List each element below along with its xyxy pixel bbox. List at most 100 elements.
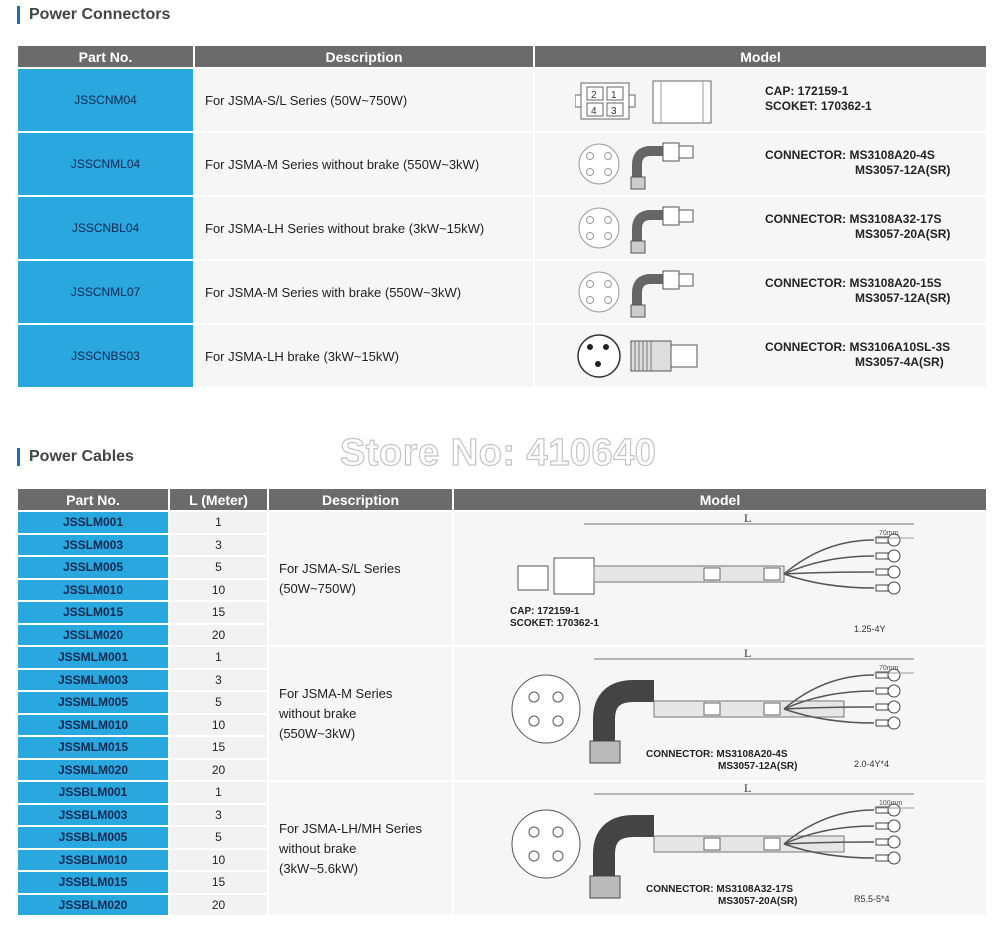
svg-text:2: 2 — [591, 90, 597, 101]
cable-spec-line-2: MS3057-12A(SR) — [718, 760, 798, 772]
part-number: JSSMLM015 — [18, 737, 168, 758]
cable-spec-line-1: CAP: 172159-1 — [510, 605, 580, 617]
length-meters: 10 — [170, 579, 267, 600]
length-meters: 3 — [170, 669, 267, 690]
model-line-1: CONNECTOR: MS3106A10SL-3S — [765, 340, 951, 354]
part-number: JSSBLM001 — [18, 782, 168, 803]
header-model: Model — [454, 489, 986, 510]
description-line: (50W~750W) — [279, 580, 356, 596]
length-meters: 1 — [170, 782, 267, 803]
terminal-label: R5.5-5*4 — [854, 894, 890, 904]
length-meters: 10 — [170, 714, 267, 735]
length-meters: 15 — [170, 872, 267, 893]
length-label: L — [744, 514, 751, 525]
length-meters: 3 — [170, 534, 267, 555]
model-line-2: MS3057-20A(SR) — [855, 227, 951, 241]
part-number: JSSMLM005 — [18, 692, 168, 713]
header-part-no: Part No. — [18, 46, 193, 67]
description-line: For JSMA-M Series — [279, 685, 393, 701]
model-line-2: MS3057-4A(SR) — [855, 355, 944, 369]
cable-spec-line-2: MS3057-20A(SR) — [718, 895, 798, 907]
terminal-label: 1.25-4Y — [854, 624, 886, 634]
length-meters: 1 — [170, 512, 267, 533]
length-meters: 3 — [170, 804, 267, 825]
part-number: JSSCNBS03 — [18, 325, 193, 387]
length-meters: 5 — [170, 557, 267, 578]
svg-text:1: 1 — [611, 90, 617, 101]
part-number: JSSBLM005 — [18, 827, 168, 848]
strip-length-label: 70mm — [879, 530, 899, 537]
length-meters: 15 — [170, 602, 267, 623]
description-line: (3kW~5.6kW) — [279, 860, 359, 876]
description-line: without brake — [279, 840, 357, 856]
header-length: L (Meter) — [170, 489, 267, 510]
terminal-label: 2.0-4Y*4 — [854, 759, 889, 769]
strip-length-label: 70mm — [879, 665, 899, 672]
part-number: JSSBLM003 — [18, 804, 168, 825]
part-number: JSSMLM003 — [18, 669, 168, 690]
header-part-no: Part No. — [18, 489, 168, 510]
model-line-1: CONNECTOR: MS3108A20-4S — [765, 148, 935, 162]
model-line-2: MS3057-12A(SR) — [855, 291, 951, 305]
part-number: JSSLM015 — [18, 602, 168, 623]
description: For JSMA-S/L Series (50W~750W) — [195, 69, 533, 131]
strip-length-label: 100mm — [879, 800, 903, 807]
molex-icon: 2 1 4 3 — [574, 73, 715, 130]
length-meters: 10 — [170, 849, 267, 870]
model-line-2: SCOKET: 170362-1 — [765, 99, 872, 113]
description-line: without brake — [279, 705, 357, 721]
svg-text:3: 3 — [611, 106, 617, 117]
description: For JSMA-LH brake (3kW~15kW) — [195, 325, 533, 387]
part-number: JSSLM010 — [18, 579, 168, 600]
straight-connector-icon — [575, 329, 715, 386]
model-line-1: CONNECTOR: MS3108A20-15S — [765, 276, 942, 290]
header-description: Description — [195, 46, 533, 67]
cable-spec-line-2: SCOKET: 170362-1 — [510, 617, 599, 629]
description-line: For JSMA-S/L Series — [279, 560, 401, 576]
description-line: (550W~3kW) — [279, 725, 356, 741]
part-number: JSSBLM020 — [18, 894, 168, 915]
length-meters: 5 — [170, 827, 267, 848]
length-meters: 15 — [170, 737, 267, 758]
part-number: JSSCNM04 — [18, 69, 193, 131]
part-number: JSSCNML04 — [18, 133, 193, 195]
description: For JSMA-M Series with brake (550W~3kW) — [195, 261, 533, 323]
length-meters: 20 — [170, 759, 267, 780]
cable-description: For JSMA-M Series without brake (550W~3kW) — [269, 647, 452, 780]
part-number: JSSMLM020 — [18, 759, 168, 780]
power-cables-table: Part No. L (Meter) Description Model JSS… — [16, 487, 988, 917]
cable-description: For JSMA-S/L Series (50W~750W) — [269, 512, 452, 645]
length-label: L — [744, 784, 751, 795]
part-number: JSSLM020 — [18, 624, 168, 645]
svg-text:4: 4 — [591, 106, 597, 117]
header-model: Model — [535, 46, 986, 67]
